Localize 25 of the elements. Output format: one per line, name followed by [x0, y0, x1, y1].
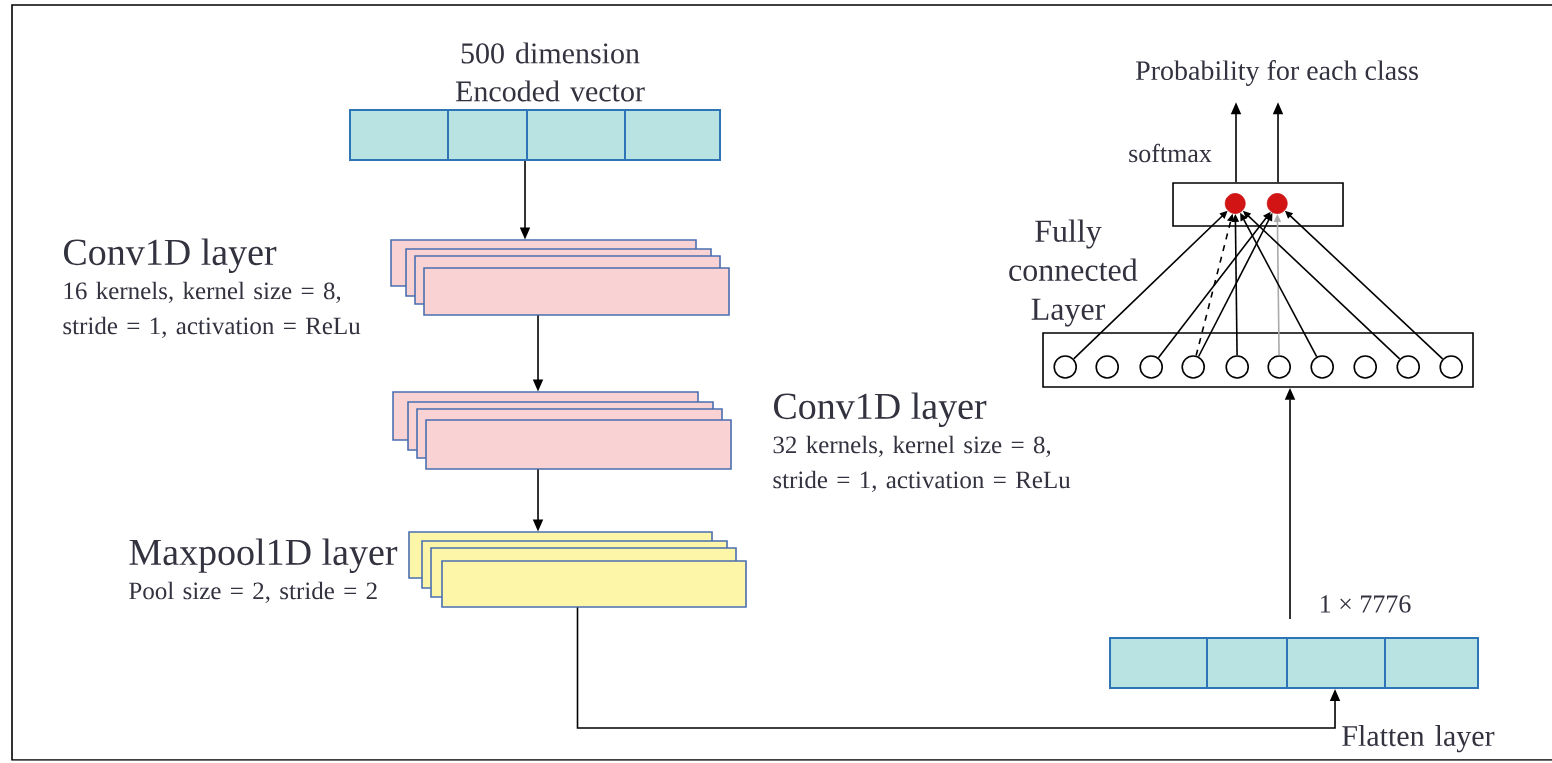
layer-label: 500 dimension Encoded vector — [455, 42, 645, 102]
output-neuron — [1266, 193, 1288, 214]
neuron-circle — [1095, 355, 1119, 379]
neuron-circle — [1267, 355, 1291, 379]
neuron-circle — [1181, 355, 1205, 379]
neuron-circle — [1353, 355, 1377, 379]
output-neuron — [1224, 193, 1246, 214]
edge-label: softmax — [1126, 141, 1214, 165]
layer-label: Fully connected Layer — [1009, 219, 1138, 327]
layer-title: Conv1D layer — [64, 238, 277, 273]
edge-label: 1 × 7776 — [1316, 593, 1414, 615]
layer-description: 16 kernels, kernel size = 8, stride = 1, activation = ReLu — [63, 281, 361, 338]
neuron-circle — [1439, 355, 1463, 379]
layer-description: 32 kernels, kernel size = 8, stride = 1, activation = ReLu — [773, 435, 1071, 492]
neuron-circle — [1053, 355, 1077, 379]
output-box — [1172, 182, 1344, 227]
output-label: Probability for each class — [1135, 60, 1418, 86]
neuron-circle — [1139, 355, 1163, 379]
layer-label: Flatten layer — [1342, 725, 1495, 753]
neuron-circle — [1396, 355, 1420, 379]
neuron-circle — [1225, 355, 1249, 379]
layer-title: Maxpool1D layer — [129, 538, 398, 573]
layer-title: Conv1D layer — [774, 392, 987, 427]
layer-description: Pool size = 2, stride = 2 — [129, 581, 377, 603]
neuron-circle — [1310, 355, 1334, 379]
